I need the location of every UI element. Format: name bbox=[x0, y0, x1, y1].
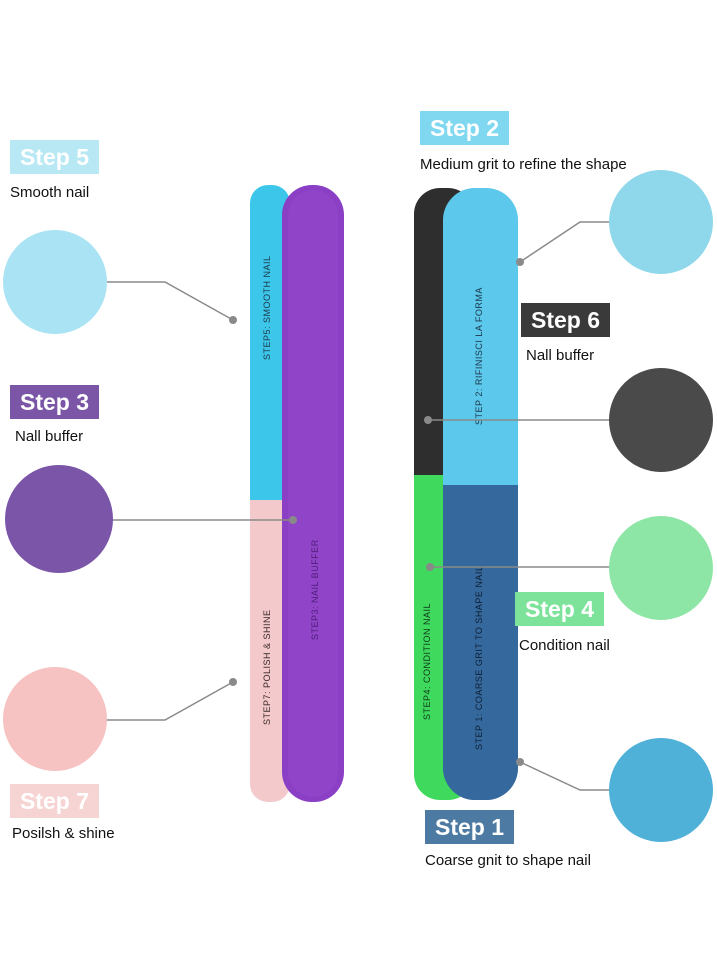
right-navy-face-text: STEP 1: COARSE GRIT TO SHAPE NAIL bbox=[474, 566, 484, 750]
left-pink-face-text: STEP7: POLISH & SHINE bbox=[262, 609, 272, 725]
step2-caption: Medium grit to refine the shape bbox=[420, 156, 627, 173]
connector-lines bbox=[106, 221, 610, 791]
step4-badge: Step 4 bbox=[515, 592, 605, 626]
step3-texture-swatch bbox=[5, 465, 113, 573]
step4-texture-swatch bbox=[609, 516, 713, 620]
step7-badge: Step 7 bbox=[10, 784, 100, 818]
right-nail-file: STEP 2: RIFINISCI LA FORMA STEP 1: COARS… bbox=[414, 188, 518, 800]
step6-caption: Nall buffer bbox=[526, 347, 595, 364]
left-purple-face-text: STEP3: NAIL BUFFER bbox=[310, 539, 320, 640]
step4-caption: Condition nail bbox=[519, 637, 610, 654]
step1-texture-swatch bbox=[609, 738, 713, 842]
step2-badge: Step 2 bbox=[420, 111, 510, 145]
step3-badge: Step 3 bbox=[10, 385, 100, 419]
step6-badge: Step 6 bbox=[521, 303, 611, 337]
step3-caption: Nall buffer bbox=[15, 428, 84, 445]
step1-badge: Step 1 bbox=[425, 810, 515, 844]
connector-dots bbox=[229, 258, 524, 766]
step5-texture-swatch bbox=[3, 230, 107, 334]
step5-badge: Step 5 bbox=[10, 140, 100, 174]
step6-texture-swatch bbox=[609, 368, 713, 472]
left-nail-file: STEP5: SMOOTH NAIL STEP7: POLISH & SHINE… bbox=[250, 185, 344, 802]
right-blue-face-text: STEP 2: RIFINISCI LA FORMA bbox=[474, 287, 484, 425]
step7-caption: Posilsh & shine bbox=[12, 825, 115, 842]
right-green-face-text: STEP4: CONDITION NAIL bbox=[422, 603, 432, 720]
step1-caption: Coarse gnit to shape nail bbox=[425, 852, 591, 869]
step2-texture-swatch bbox=[609, 170, 713, 274]
left-blue-face-text: STEP5: SMOOTH NAIL bbox=[262, 255, 272, 360]
step5-caption: Smooth nail bbox=[10, 184, 90, 201]
step7-texture-swatch bbox=[3, 667, 107, 771]
